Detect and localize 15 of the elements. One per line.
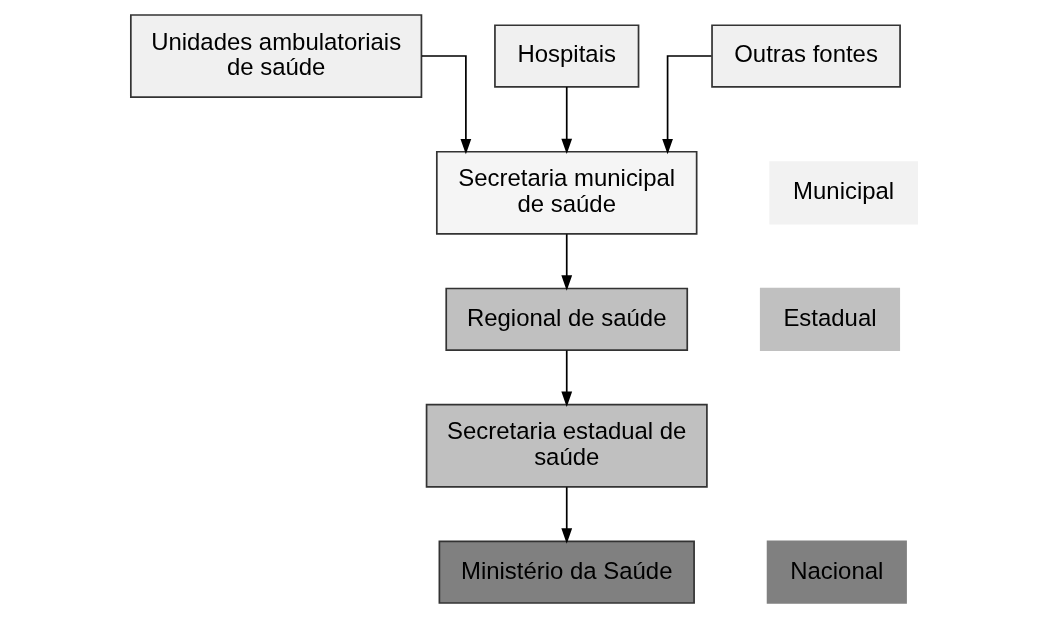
node-box: Secretaria municipal de saúde xyxy=(435,150,697,235)
node-box: Nacional xyxy=(766,540,907,604)
node-box: Secretaria estadual de saúde xyxy=(425,403,708,488)
node-box: Outras fontes xyxy=(710,24,901,88)
arrow xyxy=(560,86,572,155)
arrow xyxy=(661,55,712,155)
node-box: Estadual xyxy=(759,287,900,351)
node-box: Unidades ambulatoriais de saúde xyxy=(129,14,422,98)
node-box: Hospitais xyxy=(493,24,639,88)
node-box: Regional de saúde xyxy=(444,287,688,351)
arrow xyxy=(560,349,572,407)
arrow xyxy=(560,233,572,291)
arrow xyxy=(560,486,572,544)
arrow xyxy=(420,55,471,155)
node-box: Ministério da Saúde xyxy=(438,540,695,604)
